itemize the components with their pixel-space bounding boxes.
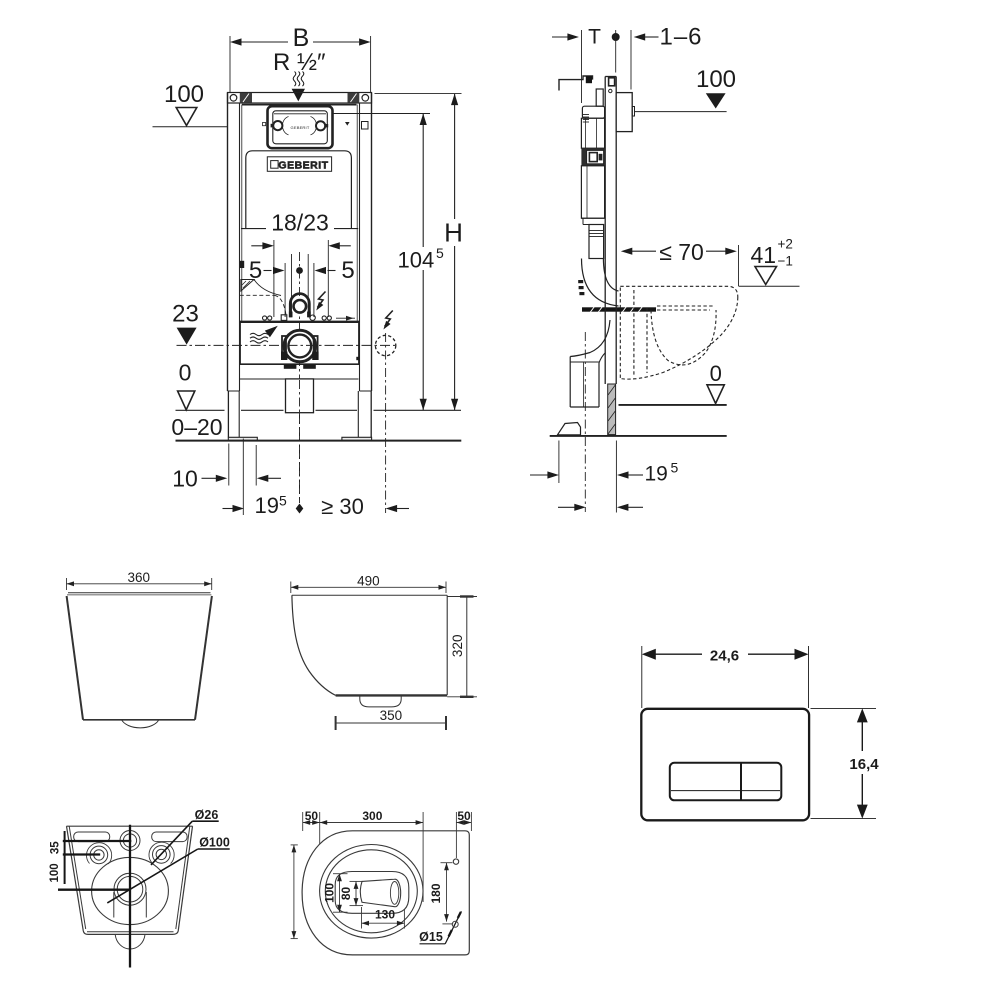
svg-text:100: 100 [49,863,61,882]
svg-text:Ø15: Ø15 [419,930,443,944]
svg-text:T: T [588,26,601,49]
svg-text:23: 23 [172,301,199,328]
svg-text:50: 50 [457,809,471,823]
svg-text:180: 180 [429,883,443,903]
svg-text:50: 50 [305,809,319,823]
svg-text:100: 100 [164,81,204,108]
svg-text:16,4: 16,4 [849,756,879,773]
svg-text:R ½″: R ½″ [273,49,326,76]
svg-text:104: 104 [398,248,435,273]
svg-text:18/23: 18/23 [271,210,329,236]
svg-text:80: 80 [339,887,353,901]
svg-text:100: 100 [696,66,736,93]
svg-text:5: 5 [341,257,354,284]
svg-text:Ø26: Ø26 [195,808,219,822]
svg-text:5: 5 [436,245,444,261]
svg-text:1–6: 1–6 [659,24,702,51]
svg-text:0–20: 0–20 [171,414,222,440]
svg-text:24,6: 24,6 [710,648,739,665]
svg-text:GEBERIT: GEBERIT [291,125,310,130]
svg-text:GEBERIT: GEBERIT [278,160,328,172]
svg-text:5: 5 [279,493,287,509]
svg-text:35: 35 [50,841,62,854]
svg-text:B: B [293,24,310,52]
svg-text:19: 19 [255,493,279,518]
svg-text:350: 350 [380,708,403,723]
svg-text:≤ 70: ≤ 70 [659,239,704,265]
svg-text:100: 100 [322,883,336,903]
svg-text:5: 5 [671,460,679,476]
svg-text:+2: +2 [778,237,793,252]
svg-text:490: 490 [357,573,380,588]
svg-text:10: 10 [172,466,198,492]
svg-text:5: 5 [249,257,262,284]
svg-text:≥ 30: ≥ 30 [321,494,364,519]
svg-text:360: 360 [128,570,151,585]
svg-text:0: 0 [179,360,192,386]
svg-text:19: 19 [645,463,668,486]
svg-text:130: 130 [375,908,395,922]
svg-text:Ø100: Ø100 [199,836,230,850]
svg-text:−1: −1 [778,254,793,269]
svg-text:41: 41 [751,242,777,268]
svg-text:0: 0 [710,361,722,386]
svg-text:H: H [444,218,463,248]
svg-text:320: 320 [450,635,465,658]
svg-text:300: 300 [362,809,382,823]
